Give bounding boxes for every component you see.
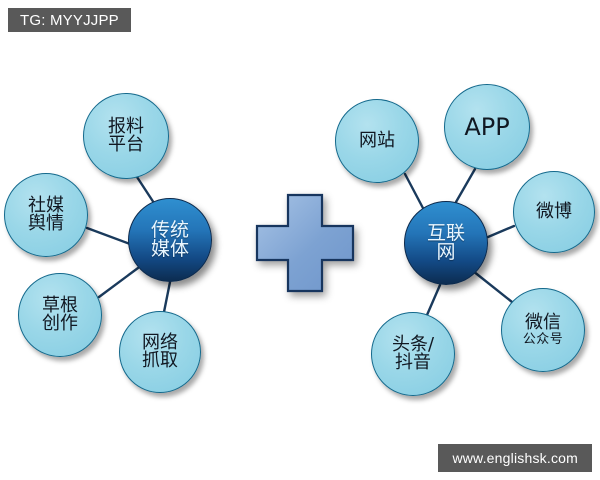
hub-internet-line2: 网 [436,241,456,263]
leaf-weixin[interactable]: 微信公众号 [501,288,585,372]
leaf-shemei-yuqing-line1: 社媒 [28,194,64,216]
leaf-shemei-yuqing[interactable]: 社媒舆情 [4,173,88,257]
link-app-to-hub [454,167,477,204]
plus-operator-icon [255,193,355,293]
leaf-weibo[interactable]: 微博 [513,171,595,253]
plus-shape [255,193,355,293]
leaf-toutiao[interactable]: 头条/抖音 [371,312,455,396]
leaf-weixin-line1: 微信 [525,312,561,334]
leaf-app[interactable]: APP [444,84,530,170]
leaf-app-line1: APP [464,112,510,141]
leaf-wangluo-zhuaqu[interactable]: 网络抓取 [119,311,201,393]
leaf-baoliao-pingtai-line2: 平台 [108,134,144,155]
link-shemei-to-hub [85,226,132,246]
site-watermark-badge: www.englishsk.com [438,444,592,472]
hub-internet-line1: 互联 [426,221,465,244]
leaf-shemei-yuqing-line2: 舆情 [28,213,64,234]
tg-watermark-badge: TG: MYYJJPP [8,8,131,32]
link-weixin-to-hub [471,269,514,304]
hub-traditional-media-line2: 媒体 [150,238,189,260]
link-wangzhan-to-hub [403,172,426,212]
link-weibo-to-hub [486,224,516,239]
leaf-wangluo-zhuaqu-line1: 网络 [142,331,178,353]
leaf-wangluo-zhuaqu-line2: 抓取 [142,350,178,371]
leaf-wangzhan-line1: 网站 [359,129,395,151]
leaf-baoliao-pingtai[interactable]: 报料平台 [83,93,169,179]
leaf-caogen-chuangzuo-line2: 创作 [42,313,78,334]
leaf-weixin-line2: 公众号 [522,331,564,347]
hub-traditional-media-line1: 传统 [150,218,189,241]
leaf-wangzhan[interactable]: 网站 [335,99,419,183]
leaf-caogen-chuangzuo[interactable]: 草根创作 [18,273,102,357]
leaf-caogen-chuangzuo-line1: 草根 [42,294,78,316]
leaf-weibo-line1: 微博 [536,200,572,222]
link-baoliao-to-hub [135,175,156,205]
leaf-toutiao-line1: 头条/ [391,333,435,355]
leaf-toutiao-line2: 抖音 [395,352,431,373]
leaf-baoliao-pingtai-line1: 报料 [108,115,144,137]
hub-traditional-media[interactable]: 传统媒体 [128,198,212,282]
link-wangluo-to-hub [162,280,172,314]
hub-internet[interactable]: 互联网 [404,201,488,285]
link-caogen-to-hub [97,266,140,299]
link-toutiao-to-hub [425,283,442,317]
